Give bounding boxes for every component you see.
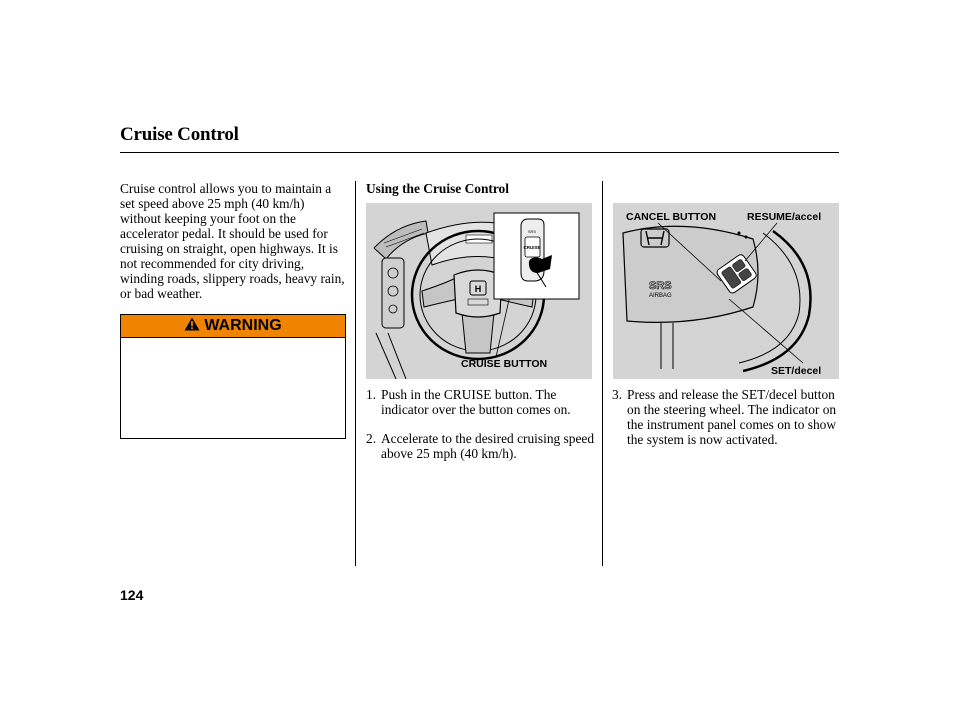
svg-text:CRUISE: CRUISE [523, 245, 540, 250]
dashboard-illustration: H SRS CRUISE [373, 212, 580, 380]
page-title: Cruise Control [120, 124, 239, 145]
column-divider [602, 181, 603, 566]
cruise-button-figure: H SRS CRUISE CRUISE BUTTON [366, 203, 592, 380]
svg-text:H: H [475, 284, 482, 294]
title-divider [120, 152, 839, 153]
steering-wheel-illustration: SRS AIRBAG [622, 222, 812, 373]
step-number: 2. [366, 431, 377, 446]
set-decel-label: SET/decel [771, 365, 822, 377]
svg-text:SRS: SRS [649, 280, 672, 292]
warning-box: WARNING [120, 314, 346, 439]
resume-accel-label: RESUME/accel [747, 211, 822, 223]
step-text: Accelerate to the desired cruising speed… [381, 431, 595, 461]
svg-text:SRS: SRS [528, 229, 537, 234]
svg-text:AIRBAG: AIRBAG [649, 293, 672, 299]
step-2: 2. Accelerate to the desired cruising sp… [366, 431, 602, 461]
warning-header: WARNING [121, 315, 345, 338]
page-number: 124 [120, 587, 144, 603]
step-text: Push in the CRUISE button. The indicator… [381, 387, 571, 417]
step-number: 1. [366, 387, 377, 402]
column-divider [355, 181, 356, 566]
cruise-button-label: CRUISE BUTTON [461, 358, 548, 370]
steering-wheel-figure: SRS AIRBAG CANCEL BUTTON RESUME/accel SE… [613, 203, 839, 379]
step-number: 3. [612, 387, 623, 402]
warning-triangle-icon [184, 317, 200, 336]
warning-label: WARNING [204, 317, 282, 334]
intro-paragraph: Cruise control allows you to maintain a … [120, 181, 345, 301]
section-heading: Using the Cruise Control [366, 181, 509, 196]
cancel-button-label: CANCEL BUTTON [626, 211, 717, 223]
step-3: 3. Press and release the SET/decel butto… [612, 387, 840, 447]
step-1: 1. Push in the CRUISE button. The indica… [366, 387, 602, 417]
step-text: Press and release the SET/decel button o… [627, 387, 837, 447]
